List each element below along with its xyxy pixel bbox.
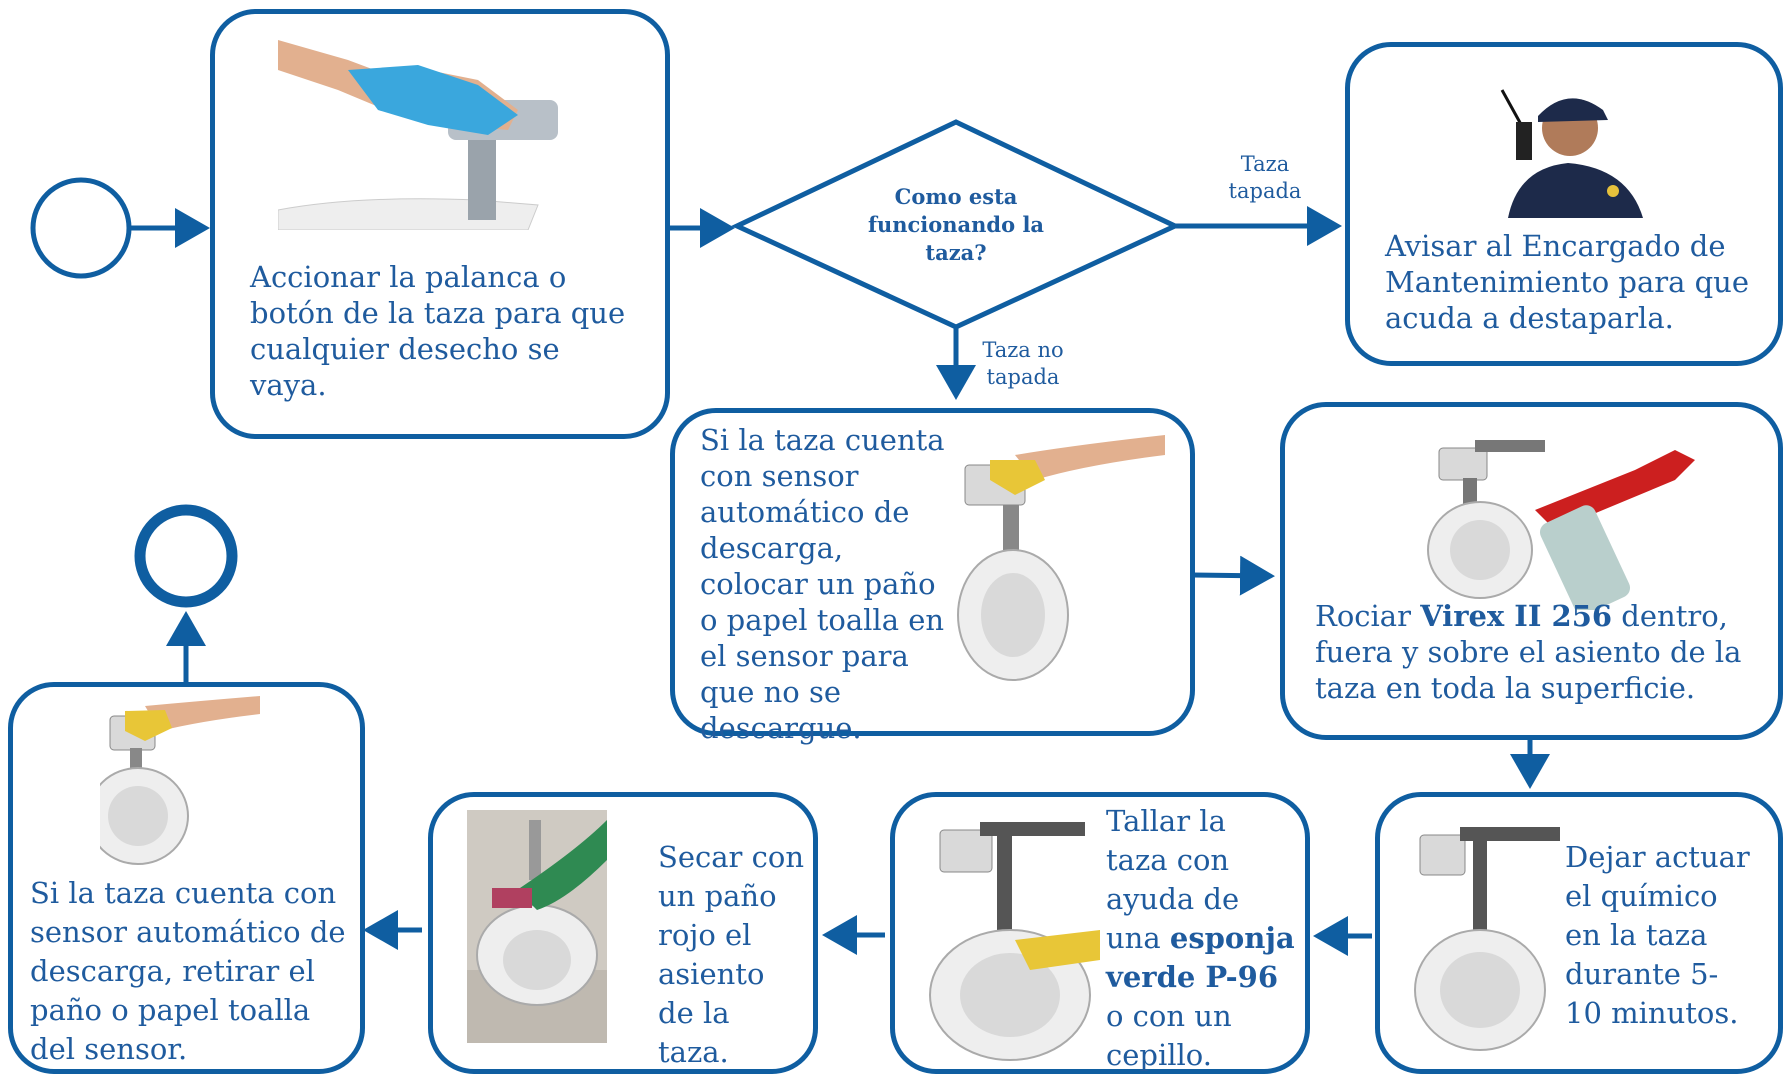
step3-text: Rociar Virex II 256 dentro, fuera y sobr… [1315, 598, 1765, 706]
step5-text: Tallar la taza con ayuda de una esponja … [1106, 802, 1296, 1075]
toilet-spray-image [1427, 440, 1695, 610]
step5-text-a: Tallar la taza con ayuda de una [1106, 804, 1240, 955]
step3-box [1280, 402, 1783, 740]
step6-text: Secar con un paño rojo el asiento de la … [658, 840, 805, 1069]
toilet-wait-image [1414, 827, 1560, 1051]
step4-text: Dejar actuar el químico en la taza duran… [1565, 840, 1750, 1030]
flush-lever-glove-image [278, 40, 558, 230]
start-node [30, 177, 132, 279]
step1-text: Accionar la palanca o botón de la taza p… [250, 260, 626, 402]
step7-box [8, 682, 365, 1074]
toilet-dry-cloth-image [467, 810, 607, 1043]
maintenance-person-image [1488, 78, 1648, 218]
step7-text: Si la taza cuenta con sensor automático … [30, 876, 346, 1066]
step3-product: Virex II 256 [1420, 599, 1613, 633]
maintenance-text: Avisar al Encargado de Mantenimiento par… [1385, 229, 1750, 335]
toilet-remove-cloth-image [100, 696, 260, 865]
branch-no-label: Taza no tapada [982, 338, 1064, 389]
step3-text-a: Rociar [1315, 599, 1421, 633]
step5-sponge: esponja verde P-96 [1106, 921, 1295, 994]
decision-text: Como esta funcionando la taza? [867, 184, 1045, 265]
end-node [134, 504, 238, 608]
branch-yes-label: Taza tapada [1228, 152, 1302, 203]
step5-text-c: o con un cepillo. [1106, 999, 1232, 1072]
step3-text-c: dentro, fuera y sobre el asiento de la t… [1315, 599, 1742, 705]
step2-text: Si la taza cuenta con sensor automático … [700, 423, 945, 745]
toilet-scrub-sponge-image [929, 822, 1100, 1061]
toilet-sensor-glove-image [957, 435, 1165, 681]
arrow-step2-to-step3 [1192, 555, 1275, 596]
